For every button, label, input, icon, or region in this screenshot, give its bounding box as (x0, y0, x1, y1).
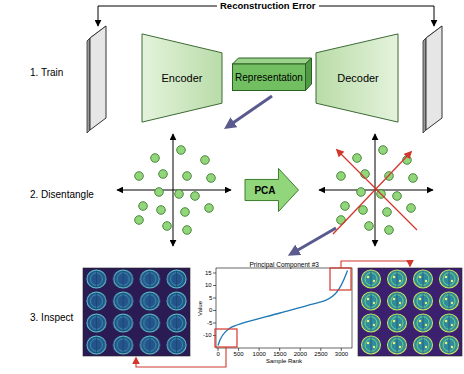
representation-box: Representation (232, 57, 312, 91)
rotated-axes (337, 150, 417, 230)
axis-title: Value (197, 300, 204, 315)
block-outline (316, 34, 398, 122)
arrow-outline (245, 168, 298, 211)
tick-label: 2500 (314, 351, 327, 358)
node-label: Decoder (337, 72, 379, 84)
encoder-block: Encoder (142, 33, 222, 123)
highlight-box (215, 329, 237, 347)
text-area: Decoder (322, 33, 394, 123)
scatter-axes (117, 134, 231, 246)
leader-line (341, 261, 410, 268)
tick-label: -5 (207, 320, 212, 327)
rotated-axes (333, 152, 411, 234)
bracket-label: Reconstruction Error (217, 1, 319, 12)
output-image (423, 26, 442, 133)
step-label: 2. Disentangle (30, 189, 94, 201)
input-image (90, 26, 106, 130)
scatter-axes (117, 190, 231, 191)
box-front (233, 64, 306, 91)
component-plot (213, 268, 352, 351)
tick-label: 2000 (294, 351, 307, 358)
tick-label: 15 (205, 270, 212, 277)
text-area: Representation (232, 64, 306, 90)
tick-label: 0 (209, 307, 212, 314)
component-plot (218, 348, 341, 351)
highlight-box (215, 268, 351, 347)
step-label: 3. Inspect (30, 312, 73, 324)
node-label: Representation (235, 72, 303, 83)
box-side (306, 58, 312, 91)
node-label: Encoder (162, 72, 203, 84)
component-plot (216, 268, 352, 348)
low-sample-grid (83, 268, 190, 356)
low-sample-grid (83, 268, 190, 356)
tick-label: 3000 (335, 351, 348, 358)
node-label: PCA (254, 185, 275, 196)
component-plot (213, 273, 216, 336)
tick-label: 1500 (273, 351, 286, 358)
tick-label: 5 (209, 295, 212, 302)
output-image (426, 26, 442, 130)
scatter-axes (135, 146, 216, 235)
high-sample-grid (358, 268, 462, 356)
block-outline (142, 34, 222, 122)
flow-arrow (291, 228, 336, 254)
scatter-axes (173, 134, 174, 246)
input-image (87, 26, 106, 133)
tick-label: 0 (217, 351, 220, 358)
step-label: 1. Train (30, 67, 63, 79)
flow-arrow (227, 96, 272, 127)
tick-label: 1000 (253, 351, 266, 358)
text-area: Encoder (146, 33, 218, 123)
highlight-box (330, 268, 351, 290)
tick-label: 10 (205, 282, 212, 289)
text-area: PCA (247, 168, 283, 212)
box-top (233, 58, 312, 64)
tick-label: -10 (203, 332, 212, 339)
pca-arrow: PCA (245, 168, 299, 212)
leader-line (136, 347, 226, 367)
plot-title: Principal Component #3 (250, 261, 319, 268)
axis-title: Sample Rank (266, 358, 302, 365)
tick-label: 500 (234, 351, 244, 358)
decoder-block: Decoder (316, 33, 398, 123)
high-sample-grid (358, 268, 462, 356)
